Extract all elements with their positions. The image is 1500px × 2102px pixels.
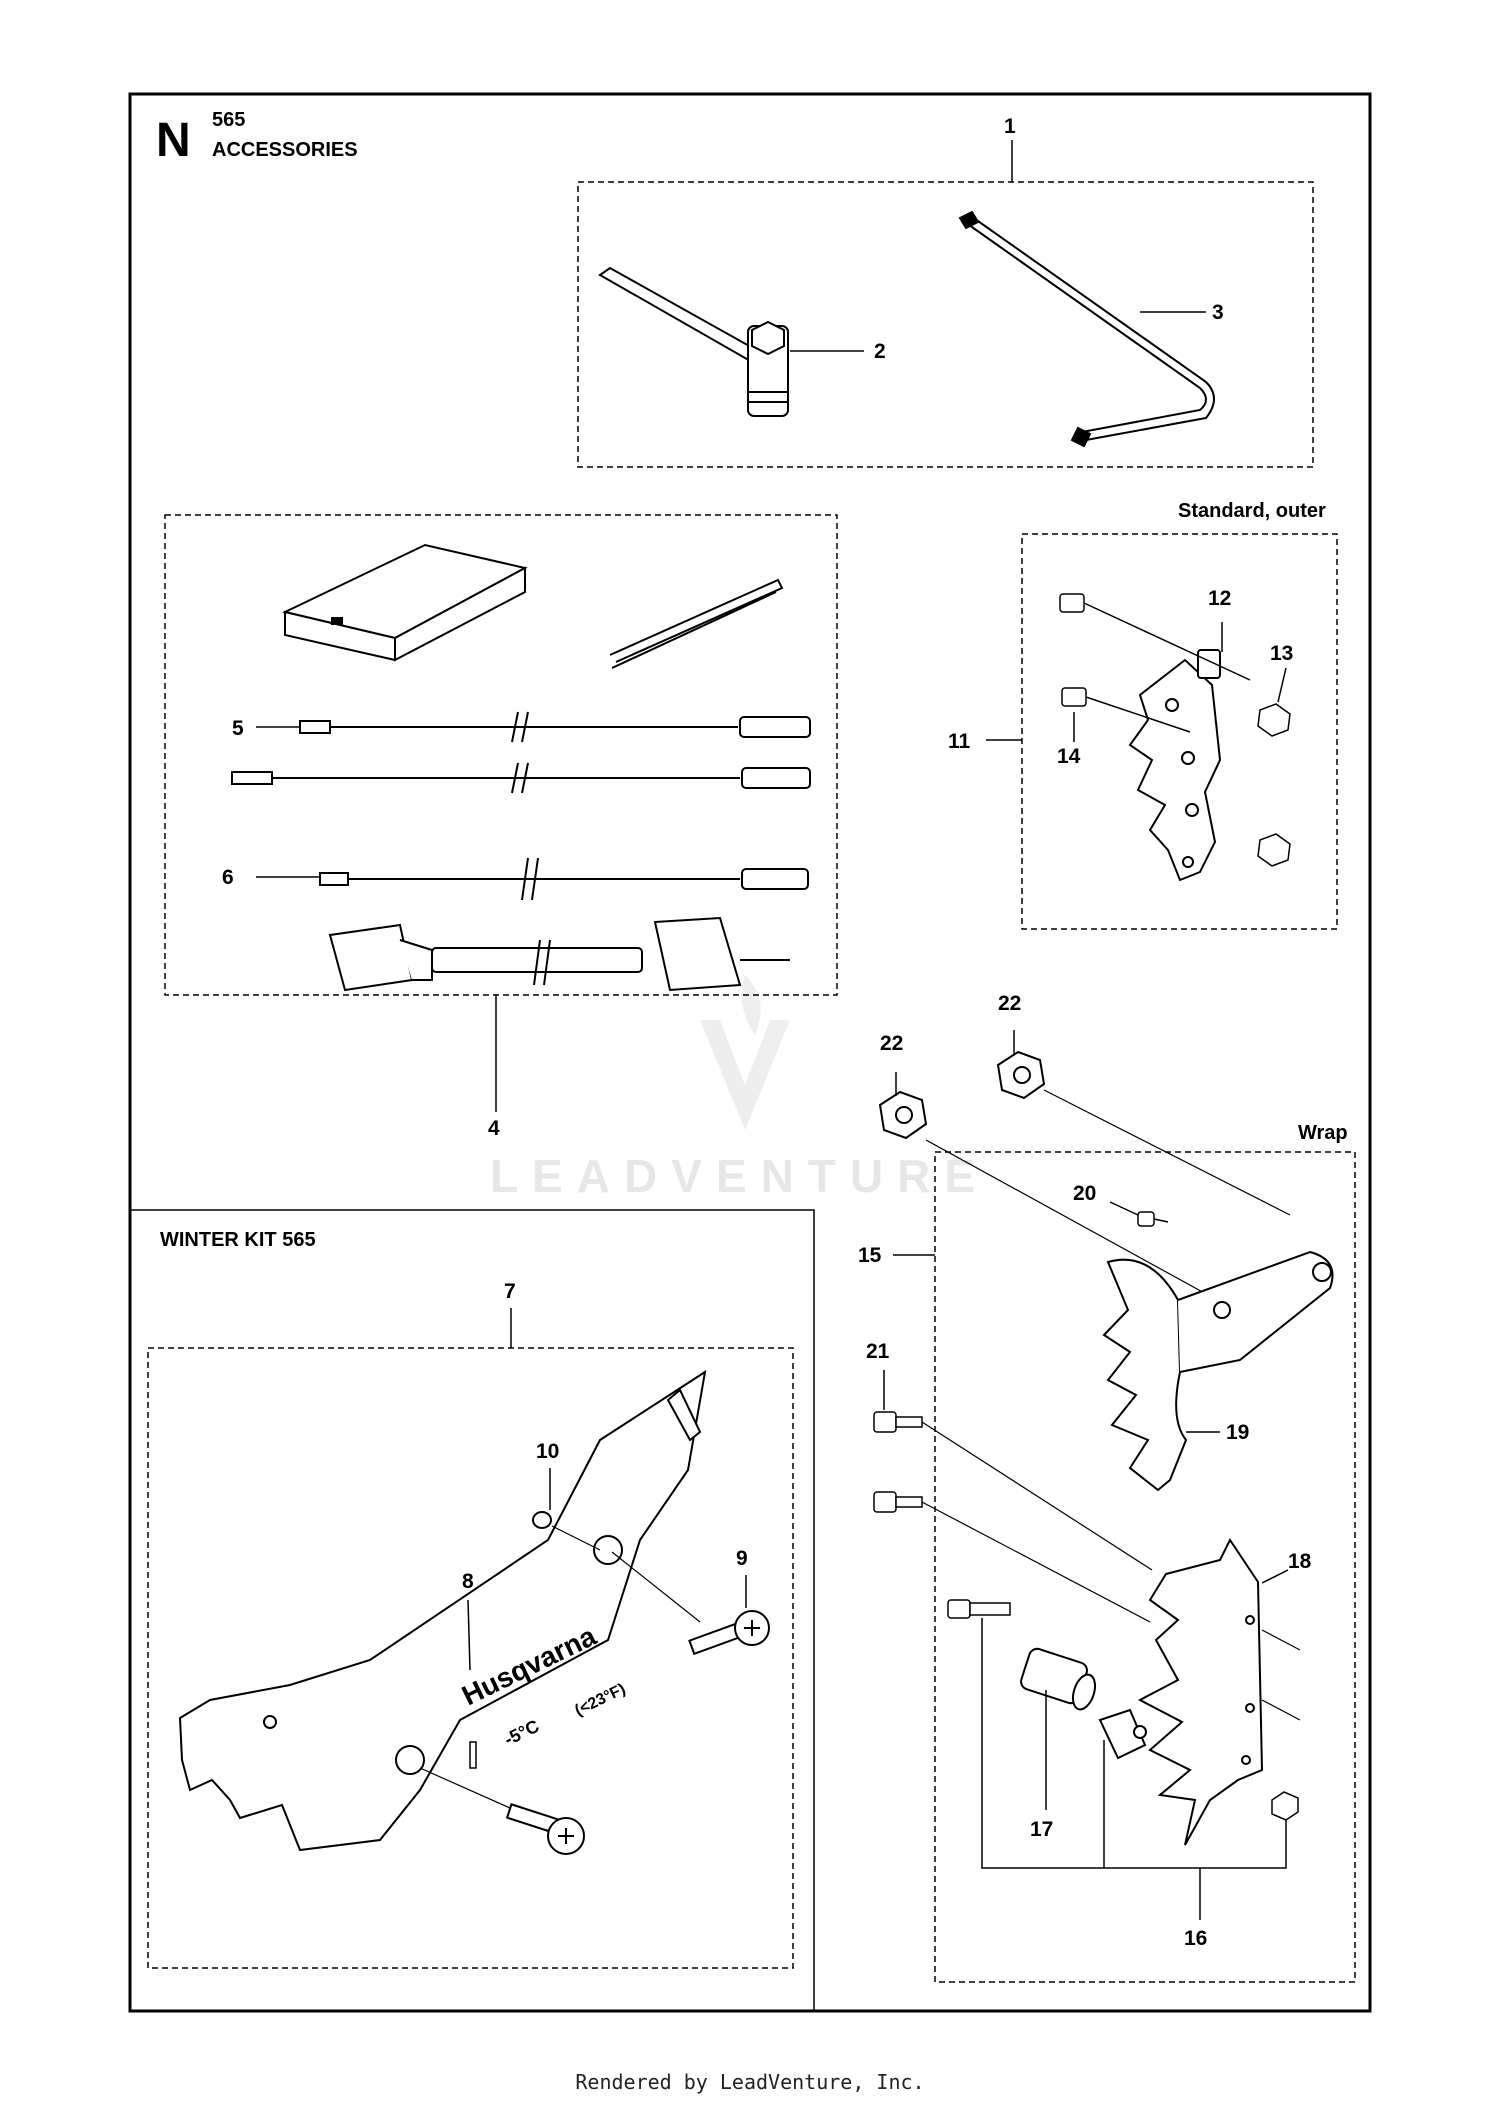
sensor-harness — [328, 916, 790, 992]
cable-5b — [231, 762, 811, 794]
wrap-bumper-19 — [1102, 1250, 1334, 1492]
cable-6 — [319, 857, 809, 901]
combination-spanner — [598, 266, 789, 417]
callout-7: 7 — [504, 1280, 516, 1303]
watermark: LEADVENTURE — [490, 975, 989, 1202]
callout-11: 11 — [948, 730, 971, 753]
callout-15: 15 — [858, 1244, 882, 1267]
page-title: ACCESSORIES — [212, 139, 358, 161]
washer-screw-16 — [1098, 1708, 1147, 1760]
screw-lower — [505, 1803, 585, 1855]
model-number: 565 — [212, 109, 245, 131]
footer-credit: Rendered by LeadVenture, Inc. — [575, 2070, 925, 2094]
screw-20 — [1137, 1211, 1169, 1227]
o-ring-10 — [532, 1511, 552, 1529]
callout-20: 20 — [1073, 1182, 1096, 1205]
screw-9 — [688, 1610, 770, 1656]
group-label-standard-outer: Standard, outer — [1178, 500, 1326, 522]
callout-6: 6 — [222, 866, 234, 889]
service-tool-group-box — [164, 514, 838, 996]
callout-9: 9 — [736, 1547, 748, 1570]
callout-21: 21 — [866, 1340, 890, 1363]
temp-celsius: -5°C — [501, 1716, 542, 1750]
bolt-16 — [947, 1599, 1011, 1619]
wrap-group-box — [934, 1151, 1356, 1983]
callout-10: 10 — [536, 1440, 559, 1463]
temp-fahrenheit: (<23°F) — [572, 1681, 628, 1720]
interface-box — [282, 543, 528, 662]
winter-kit-group-box — [147, 1347, 794, 1969]
winter-cover-plate — [178, 1369, 707, 1852]
callout-2: 2 — [874, 340, 886, 363]
callout-8: 8 — [462, 1570, 474, 1593]
callout-12: 12 — [1208, 587, 1231, 610]
callout-5: 5 — [232, 717, 244, 740]
callout-1: 1 — [1004, 115, 1016, 138]
callout-3: 3 — [1212, 301, 1224, 324]
nut-22-a — [878, 1090, 928, 1140]
diagram-frame — [128, 92, 1372, 2013]
callout-22b: 22 — [998, 992, 1021, 1015]
thermometer-icon — [469, 1741, 477, 1769]
callout-18: 18 — [1288, 1550, 1312, 1573]
group-label-winter-kit: WINTER KIT 565 — [160, 1229, 316, 1251]
callout-22a: 22 — [880, 1032, 903, 1055]
cable-5 — [299, 711, 811, 743]
callout-17: 17 — [1030, 1818, 1053, 1841]
screw-21-b — [873, 1491, 923, 1513]
spacer-sleeve-17 — [1020, 1647, 1097, 1711]
screw-21-a — [873, 1411, 923, 1433]
nut-16 — [1271, 1791, 1299, 1821]
outer-spike-bumper — [1128, 649, 1222, 882]
torx-key — [958, 210, 1215, 448]
standard-outer-group-box — [1021, 533, 1338, 930]
section-letter: N — [156, 114, 191, 167]
winter-kit-panel — [130, 1209, 815, 2011]
callout-19: 19 — [1226, 1421, 1249, 1444]
nut-22-b — [996, 1050, 1046, 1100]
watermark-text: LEADVENTURE — [490, 1150, 989, 1202]
callout-14: 14 — [1057, 745, 1081, 768]
tweezers — [609, 578, 784, 669]
inner-bumper-18 — [1137, 1538, 1264, 1846]
callout-4: 4 — [488, 1117, 500, 1140]
callout-13: 13 — [1270, 642, 1293, 665]
group-label-wrap: Wrap — [1298, 1122, 1348, 1144]
callout-16: 16 — [1184, 1927, 1207, 1950]
bumper-screws — [1059, 593, 1291, 867]
